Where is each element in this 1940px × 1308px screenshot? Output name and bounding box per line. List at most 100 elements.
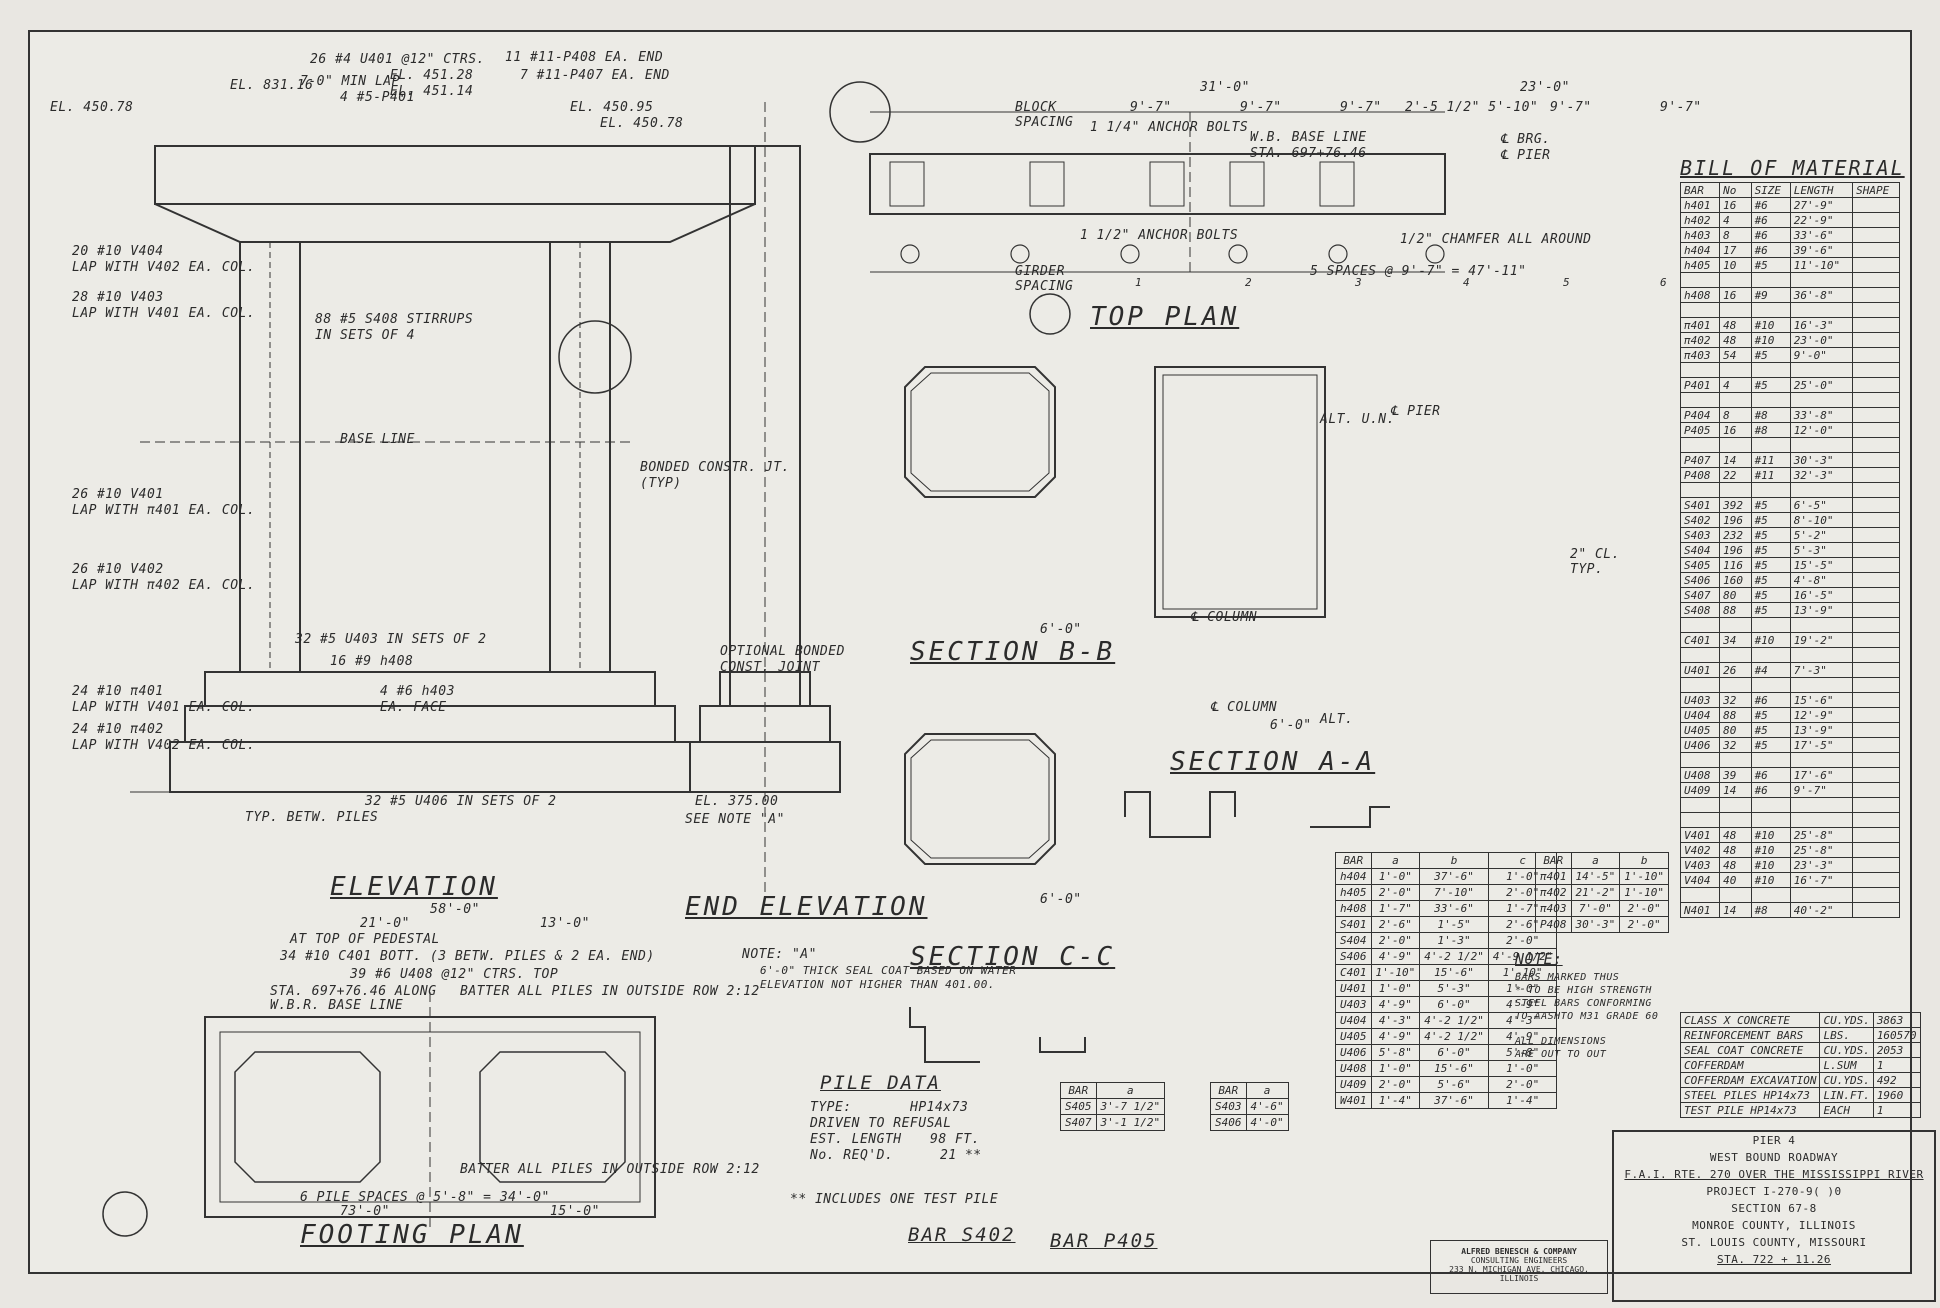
bom-cell: #5	[1750, 512, 1791, 528]
cell: 1'-5"	[1419, 916, 1489, 933]
bom-cell: #9	[1750, 287, 1791, 303]
bom-cell	[1852, 722, 1900, 738]
elevation-label: EL. 450.78	[600, 116, 684, 131]
bom-summary-cell: COFFERDAM	[1679, 1057, 1821, 1073]
footing-note: 39 #6 U408 @12" CTRS. TOP	[350, 967, 559, 982]
bom-cell	[1852, 737, 1900, 753]
bom-cell	[1789, 272, 1854, 288]
bom-cell: 14	[1719, 782, 1752, 798]
rebar-note: CONST. JOINT	[720, 660, 820, 675]
title-line: WEST BOUND ROADWAY	[1709, 1151, 1839, 1164]
th: No	[1719, 182, 1752, 198]
rebar-note: 11 #11-P408 EA. END	[505, 50, 664, 65]
bom-cell: #6	[1750, 692, 1791, 708]
elevation-label: EL. 375.00	[695, 794, 779, 809]
chamfer-label: 1/2" CHAMFER ALL AROUND	[1400, 232, 1592, 247]
bom-cell: 8	[1719, 407, 1752, 423]
bom-summary-cell: 492	[1872, 1072, 1921, 1088]
rebar-note: LAP WITH π401 EA. COL.	[72, 503, 256, 518]
typ-label: TYP.	[1570, 562, 1604, 577]
cell: U404	[1335, 1012, 1372, 1029]
bom-cell: 25'-8"	[1789, 827, 1854, 843]
bom-cell	[1679, 677, 1721, 693]
bom-cell	[1789, 752, 1854, 768]
dimension-label: 31'-0"	[1200, 80, 1250, 95]
rebar-note: 88 #5 S408 STIRRUPS	[315, 312, 474, 327]
th: BAR	[1535, 852, 1572, 869]
base-line-label: W.B. BASE LINE	[1250, 130, 1367, 145]
title-line: F.A.I. RTE. 270 OVER THE MISSISSIPPI RIV…	[1624, 1168, 1924, 1181]
cell: C401	[1335, 964, 1372, 981]
cell: 4'-2 1/2"	[1419, 948, 1489, 965]
spaces-label: 5 SPACES @ 9'-7" = 47'-11"	[1310, 264, 1527, 279]
bom-cell: 13'-9"	[1789, 722, 1854, 738]
bom-cell: 16'-7"	[1789, 872, 1854, 888]
bom-summary-cell: TEST PILE HP14x73	[1679, 1102, 1821, 1118]
bom-row	[1679, 812, 1900, 828]
bom-cell: 232	[1719, 527, 1752, 543]
bom-title: BILL OF MATERIAL	[1680, 156, 1905, 180]
drawing-linework	[102, 81, 1446, 1237]
bom-cell	[1852, 347, 1900, 363]
bom-cell: 39'-6"	[1789, 242, 1854, 258]
rebar-note: 4 #5-P401	[340, 90, 415, 105]
view-title-end-elevation: END ELEVATION	[685, 892, 928, 922]
cell: 1'-3"	[1419, 932, 1489, 949]
note-line: BARS MARKED THUS	[1515, 972, 1620, 983]
bom-row	[1679, 677, 1900, 693]
bom-cell: S407	[1679, 587, 1721, 603]
bom-cell: #6	[1750, 767, 1791, 783]
note-line: * TO BE HIGH STRENGTH	[1515, 985, 1652, 996]
bom-cell	[1852, 572, 1900, 588]
cell: 4'-9"	[1370, 948, 1421, 965]
bom-cell	[1852, 557, 1900, 573]
bom-cell: U405	[1679, 722, 1721, 738]
cell: 3'-1 1/2"	[1095, 1114, 1166, 1131]
bom-cell	[1852, 752, 1900, 768]
bom-cell	[1750, 392, 1791, 408]
centerline-label: ℄ PIER	[1390, 404, 1441, 419]
bom-cell	[1852, 692, 1900, 708]
bom-cell	[1750, 797, 1791, 813]
bom-cell: #10	[1750, 317, 1791, 333]
cell: 4'-0"	[1245, 1114, 1289, 1131]
cell: S407	[1060, 1114, 1097, 1131]
note-line: STEEL BARS CONFORMING	[1515, 998, 1652, 1009]
bom-cell	[1852, 407, 1900, 423]
note-a-text: 6'-0" THICK SEAL COAT BASED ON WATER	[760, 964, 1017, 977]
centerline-label: ℄ PIER	[1500, 148, 1551, 163]
cell: 21'-2"	[1570, 884, 1621, 901]
bom-cell: 9'-0"	[1789, 347, 1854, 363]
bom-cell	[1679, 812, 1721, 828]
bom-cell	[1719, 797, 1752, 813]
cell: 4'-9"	[1370, 1028, 1421, 1045]
bom-cell	[1789, 617, 1854, 633]
bom-cell: 48	[1719, 332, 1752, 348]
bom-cell: 4'-8"	[1789, 572, 1854, 588]
cell: 2'-0"	[1619, 900, 1669, 917]
bom-cell: #10	[1750, 857, 1791, 873]
bom-cell	[1789, 482, 1854, 498]
bom-row	[1679, 392, 1900, 408]
cell: 1'-7"	[1370, 900, 1421, 917]
bom-cell: π402	[1679, 332, 1721, 348]
footing-note: BATTER ALL PILES IN OUTSIDE ROW 2:12	[460, 1162, 760, 1177]
th: BAR	[1679, 182, 1721, 198]
bom-cell: #8	[1750, 422, 1791, 438]
bom-cell: 14	[1719, 452, 1752, 468]
girder-number: 4	[1463, 276, 1471, 289]
bom-row	[1679, 887, 1900, 903]
bom-cell: 48	[1719, 857, 1752, 873]
th: b	[1619, 852, 1669, 869]
